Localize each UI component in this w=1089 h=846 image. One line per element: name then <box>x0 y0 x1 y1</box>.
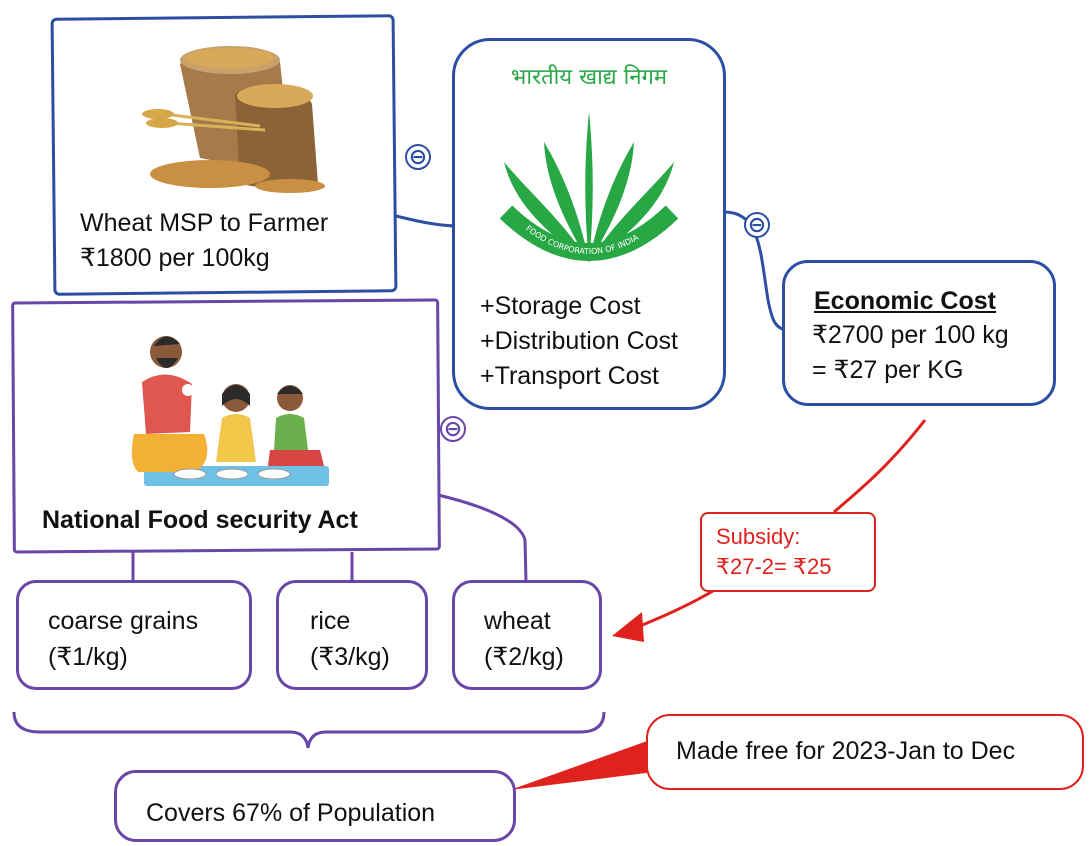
grain-box-coarse <box>16 580 252 690</box>
subsidy-line2: ₹27-2= ₹25 <box>716 554 832 579</box>
wheat-msp-title: Wheat MSP to Farmer <box>80 209 329 237</box>
arrow-subsidy-wheat <box>629 586 719 632</box>
collapse-button-fci[interactable]: ⊖ <box>744 212 770 238</box>
fci-cost-storage: +Storage Cost <box>480 292 641 320</box>
fci-wheat-logo-icon: भारतीय खाद्य निगम FOOD CORPORATION OF IN… <box>484 52 694 280</box>
coverage-box <box>114 770 516 842</box>
fci-cost-distribution: +Distribution Cost <box>480 327 678 355</box>
free-note-box <box>646 714 1084 790</box>
grain-name-coarse: coarse grains <box>48 607 199 635</box>
pointer-free-coverage <box>510 740 654 790</box>
grain-name-rice: rice <box>310 607 351 635</box>
fci-hindi-text: भारतीय खाद्य निगम <box>511 64 668 90</box>
grain-price-rice: (₹3/kg) <box>310 643 390 671</box>
subsidy-box <box>700 512 876 592</box>
grain-name-wheat: wheat <box>484 607 551 635</box>
collapse-button-nfsa[interactable]: ⊖ <box>440 416 466 442</box>
economic-cost-box <box>782 260 1056 406</box>
fci-cost-transport: +Transport Cost <box>480 362 660 390</box>
family-eating-icon <box>124 322 334 490</box>
grain-box-rice <box>276 580 428 690</box>
arrowhead-wheat <box>612 612 644 642</box>
nfsa-title: National Food security Act <box>42 506 358 534</box>
economic-cost-line2: = ₹27 per KG <box>812 356 964 384</box>
economic-cost-title: Economic Cost <box>814 287 996 315</box>
connector-wheat-fci <box>391 213 459 228</box>
arrow-economic-subsidy <box>833 419 927 514</box>
subsidy-line1: Subsidy: <box>716 524 801 549</box>
wheat-sack-icon <box>140 34 330 194</box>
coverage-text: Covers 67% of Population <box>146 799 436 827</box>
collapse-button-wheat[interactable]: ⊖ <box>405 144 431 170</box>
grain-box-wheat <box>452 580 602 690</box>
grain-price-wheat: (₹2/kg) <box>484 643 564 671</box>
connector-nfsa-wheat <box>437 493 528 583</box>
grain-price-coarse: (₹1/kg) <box>48 643 128 671</box>
wheat-msp-value: ₹1800 per 100kg <box>80 244 270 272</box>
grains-brace <box>12 711 606 749</box>
economic-cost-line1: ₹2700 per 100 kg <box>812 321 1009 349</box>
free-note-text: Made free for 2023-Jan to Dec <box>676 737 1016 765</box>
